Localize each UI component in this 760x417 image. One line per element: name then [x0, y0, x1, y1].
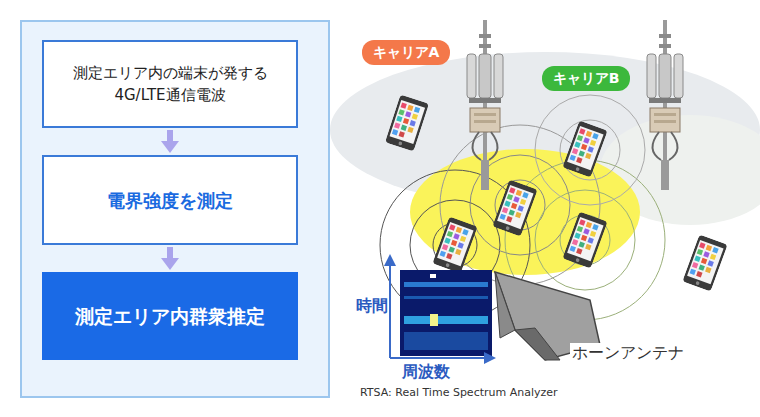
measurement-area: [410, 149, 640, 275]
part-label: ホーンアンテナ: [570, 343, 686, 364]
node-text: 測定エリア内の端末が発する 4G/LTE通信電波: [58, 62, 282, 107]
note: RTSA: Real Time Spectrum Analyzer: [360, 386, 558, 399]
axis-label: 時間: [356, 296, 388, 317]
base-station: [647, 20, 683, 190]
flow-arrow: [161, 130, 179, 153]
carrier-badge: キャリアA: [362, 40, 450, 65]
axis-label: 周波数: [402, 362, 450, 383]
spectrogram: [400, 270, 492, 356]
node-text: キャリアA: [373, 42, 440, 63]
process-box: 電界強度を測定: [42, 155, 298, 245]
node-text: 測定エリア内群衆推定: [75, 302, 265, 331]
axes: [384, 254, 496, 364]
node-text: 電界強度を測定: [107, 187, 233, 214]
flow-arrow: [161, 247, 179, 270]
process-box: 測定エリア内の端末が発する 4G/LTE通信電波: [42, 40, 298, 128]
smartphones: [385, 95, 728, 292]
node-text: キャリアB: [553, 68, 620, 89]
result-box: 測定エリア内群衆推定: [42, 272, 298, 360]
carrier-badge: キャリアB: [542, 66, 630, 91]
base-station: [467, 20, 503, 190]
